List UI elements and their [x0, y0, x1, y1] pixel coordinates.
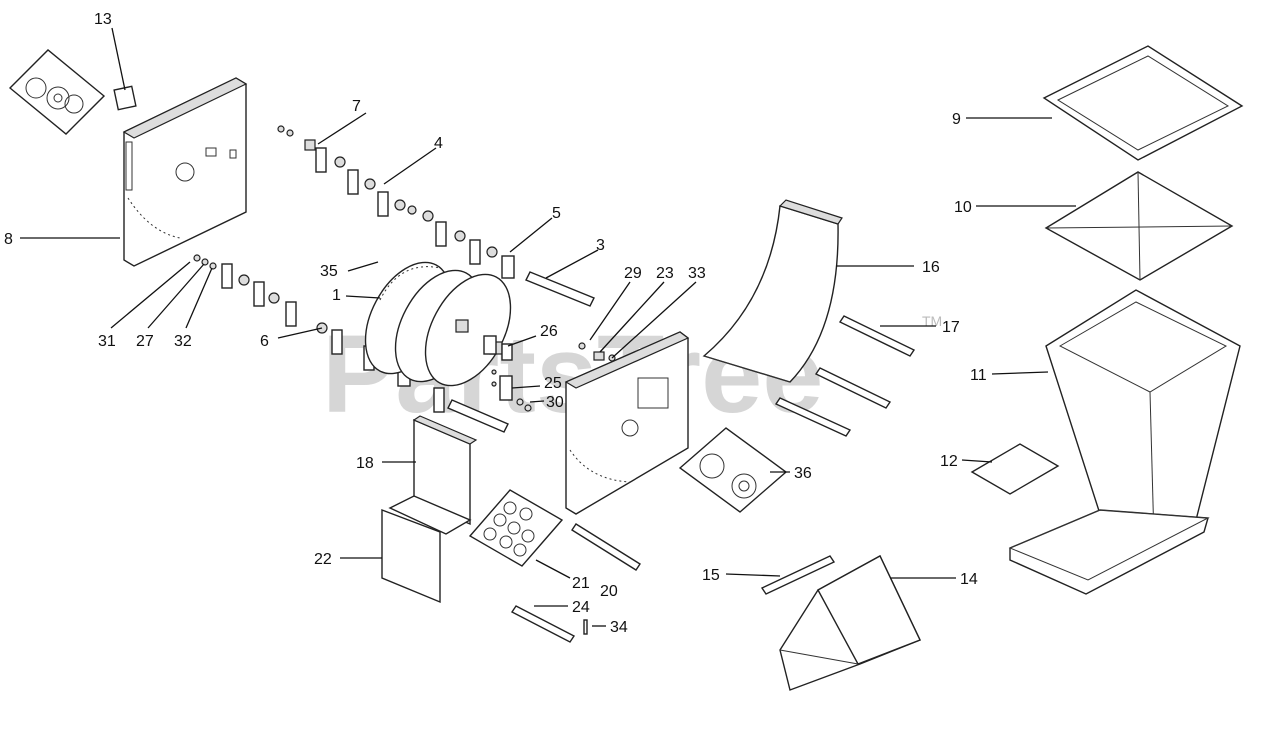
callout-22: 22 — [314, 551, 332, 568]
callout-10: 10 — [954, 199, 972, 216]
callout-11: 11 — [970, 367, 987, 384]
callout-15: 15 — [702, 567, 720, 584]
callout-17: 17 — [942, 319, 960, 336]
callout-12: 12 — [940, 453, 958, 470]
rotor-assembly — [364, 261, 512, 387]
callout-26: 26 — [540, 323, 558, 340]
callout-31: 31 — [98, 333, 116, 350]
hopper-base — [1008, 509, 1210, 595]
callout-14: 14 — [960, 571, 978, 588]
hardware-25-26-30 — [483, 335, 532, 412]
hopper-screen-10 — [1044, 171, 1234, 281]
callout-7: 7 — [352, 98, 361, 115]
rods-17 — [774, 315, 916, 437]
callout-30: 30 — [546, 394, 564, 411]
left-housing-plate — [122, 77, 248, 267]
callout-34: 34 — [610, 619, 628, 636]
callout-20: 20 — [600, 583, 618, 600]
trademark-mark: TM — [922, 313, 942, 329]
callout-3: 3 — [596, 237, 605, 254]
pin-24 — [510, 605, 576, 643]
part-13-plate — [113, 85, 137, 111]
callout-29: 29 — [624, 265, 642, 282]
plate-12 — [970, 443, 1060, 495]
callout-25: 25 — [544, 375, 562, 392]
callout-5: 5 — [552, 205, 561, 222]
callout-32: 32 — [174, 333, 192, 350]
bearing-36 — [678, 427, 788, 513]
lower-door-18 — [388, 415, 478, 535]
callout-6: 6 — [260, 333, 269, 350]
callout-1: 1 — [332, 287, 341, 304]
callout-23: 23 — [656, 265, 674, 282]
callout-24: 24 — [572, 599, 590, 616]
cover-22 — [381, 508, 441, 604]
callout-18: 18 — [356, 455, 374, 472]
callout-13: 13 — [94, 11, 112, 28]
screen-21 — [468, 489, 564, 567]
leader-lines — [20, 27, 1076, 627]
callout-27: 27 — [136, 333, 154, 350]
callout-21: 21 — [572, 575, 590, 592]
discharge-chute-16 — [702, 199, 843, 383]
callout-9: 9 — [952, 111, 961, 128]
callout-labels: 13 7 4 5 3 8 35 1 31 27 32 6 29 23 33 26… — [4, 11, 987, 636]
rotor-rod — [447, 399, 509, 433]
shaft-3 — [525, 271, 595, 307]
callout-36: 36 — [794, 465, 812, 482]
callout-33: 33 — [688, 265, 706, 282]
clip-34 — [583, 619, 588, 635]
feed-chute-14 — [779, 555, 921, 691]
hopper-lid-9 — [1042, 45, 1244, 161]
hopper-11 — [1045, 289, 1241, 541]
upper-hammer-chain — [277, 125, 515, 279]
callout-35: 35 — [320, 263, 338, 280]
deflector-15 — [760, 555, 836, 595]
callout-16: 16 — [922, 259, 940, 276]
callout-4: 4 — [434, 135, 443, 152]
rod-20 — [571, 523, 641, 571]
right-housing-plate — [564, 331, 690, 515]
callout-8: 8 — [4, 231, 13, 248]
bearing-kit-inset — [8, 49, 106, 135]
